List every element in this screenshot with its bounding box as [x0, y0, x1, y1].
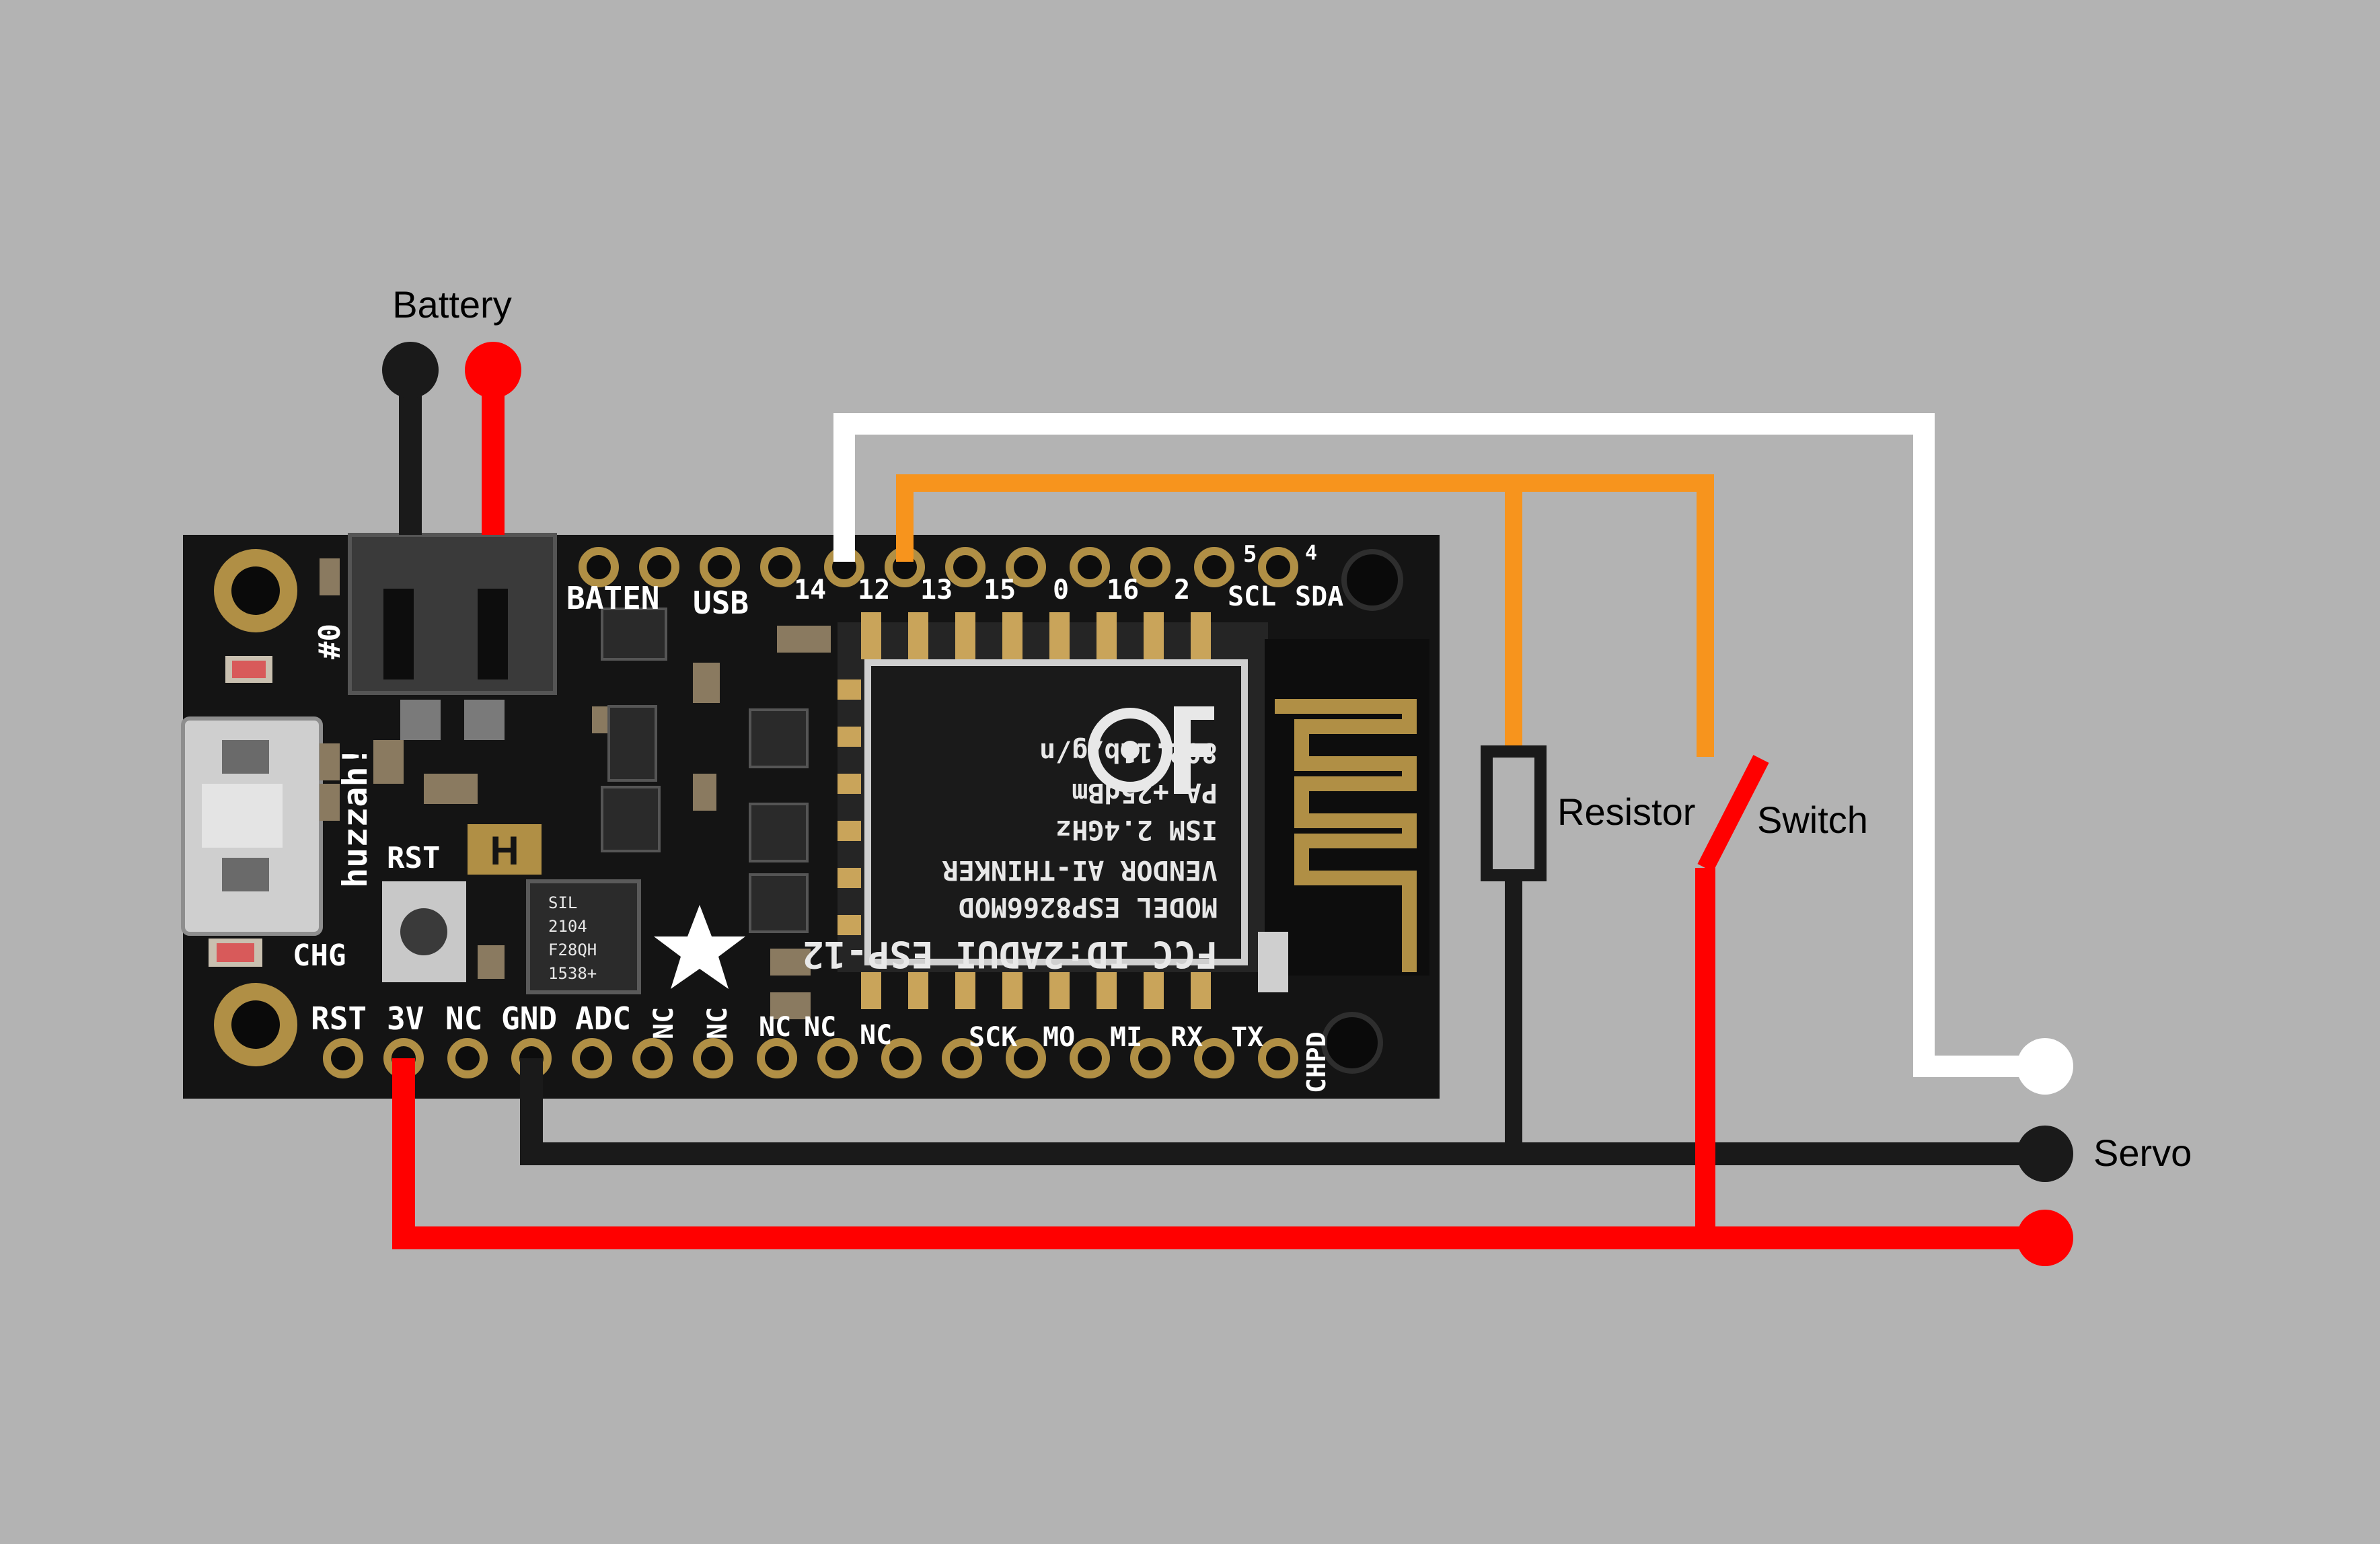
pin-label-14: 14 — [794, 575, 826, 605]
esp12-module: FCC ID:2ADUI ESP-12 MODEL ESP8266MOD VEN… — [802, 612, 1268, 1009]
pin-label-0: 0 — [1053, 575, 1069, 605]
pin-label-usb: USB — [693, 585, 749, 621]
pin0-label: #0 — [313, 624, 347, 659]
servo-power-terminal — [2017, 1210, 2073, 1266]
pin-label-sda: SDA — [1295, 581, 1343, 612]
pin-label-13: 13 — [920, 575, 953, 605]
adafruit-logo-icon — [654, 905, 745, 989]
small-chips — [601, 608, 809, 933]
battery-label: Battery — [392, 283, 511, 326]
svg-text:MODEL ESP8266MOD: MODEL ESP8266MOD — [959, 891, 1218, 922]
cp-chip-label-3: F28QH — [548, 941, 597, 959]
svg-text:VENDOR AI-THINKER: VENDOR AI-THINKER — [942, 854, 1218, 885]
switch-label: Switch — [1757, 799, 1868, 841]
switch-lever — [1697, 755, 1769, 872]
pin-label-3v: 3V — [387, 1000, 424, 1037]
pin-label-nc: NC — [702, 1007, 733, 1039]
resistor-label: Resistor — [1557, 791, 1695, 833]
pin-label-adc: ADC — [575, 1000, 631, 1037]
reset-button — [382, 881, 466, 982]
pin-label-rx: RX — [1170, 1022, 1203, 1053]
pin-label-chpd: CHPD — [1302, 1031, 1331, 1093]
pin-label-2: 2 — [1174, 575, 1190, 605]
module-pads-top — [861, 612, 1211, 659]
chg-label: CHG — [293, 939, 346, 973]
cp-chip-label-1: SIL — [548, 893, 577, 912]
cp-chip-label-2: 2104 — [548, 917, 587, 936]
servo-ground-terminal — [2017, 1126, 2073, 1182]
battery-positive-terminal — [465, 342, 521, 398]
pin-label-nc: NC — [804, 1012, 836, 1043]
solder-jumper — [468, 824, 542, 875]
svg-text:FCC ID:2ADUI ESP-12: FCC ID:2ADUI ESP-12 — [802, 933, 1218, 976]
module-pads-left — [838, 679, 861, 935]
pin-label-mi: MI — [1110, 1022, 1142, 1053]
jst-battery-connector — [348, 533, 557, 740]
pin-label-mo: MO — [1043, 1022, 1075, 1053]
pin-label-16: 16 — [1107, 575, 1139, 605]
pin-label-sck: SCK — [969, 1022, 1017, 1053]
pin-label-nc: NC — [860, 1020, 892, 1051]
module-pads-bottom — [861, 972, 1211, 1009]
pin-label-nc: NC — [648, 1007, 679, 1039]
silkscreen-bottom-labels: RST 3V NC GND ADC NC NC NC NC NC SCK MO … — [311, 1000, 1331, 1093]
pin-label-gnd: GND — [501, 1000, 557, 1037]
mounting-hole — [1341, 549, 1403, 611]
pin-label-5: 5 — [1243, 541, 1257, 568]
svg-text:H: H — [490, 828, 519, 873]
servo-label: Servo — [2093, 1132, 2192, 1174]
pin-label-scl: SCL — [1228, 581, 1276, 612]
pin-label-nc: NC — [445, 1000, 482, 1037]
wire-red-power — [392, 1058, 2045, 1249]
pin-label-12: 12 — [858, 575, 890, 605]
pin-label-15: 15 — [983, 575, 1016, 605]
battery-negative-terminal — [382, 342, 439, 398]
resistor-symbol — [1481, 745, 1547, 881]
wire-white-signal — [833, 413, 2045, 1077]
pin-label-rst: RST — [311, 1000, 367, 1037]
micro-usb-connector — [181, 716, 323, 936]
mounting-holes — [214, 549, 1403, 1074]
silkscreen-top-labels: BATEN USB 14 12 13 15 0 16 2 SCL SDA 5 4 — [566, 541, 1343, 621]
feather-huzzah-board: H SIL 2104 F28QH 1538+ FCC ID:2ADUI E — [181, 533, 1440, 1099]
wire-black-ground — [520, 1058, 2045, 1165]
terminals — [382, 342, 2073, 1266]
huzzah-label: huzzah! — [336, 746, 375, 888]
mounting-hole — [1321, 1012, 1383, 1074]
pin-label-4: 4 — [1305, 542, 1317, 565]
pcb-antenna — [1258, 639, 1429, 992]
cp2104-chip: SIL 2104 F28QH 1538+ — [526, 879, 641, 994]
wire-orange-input — [896, 474, 1714, 757]
svg-text:ISM 2.4GHz: ISM 2.4GHz — [1055, 814, 1218, 845]
pin-label-baten: BATEN — [566, 580, 659, 616]
pin-label-tx: TX — [1231, 1022, 1263, 1053]
servo-signal-terminal — [2017, 1038, 2073, 1095]
pin-label-nc: NC — [759, 1012, 791, 1043]
cp-chip-label-4: 1538+ — [548, 964, 597, 983]
fcc-logo-icon — [1088, 706, 1214, 794]
rst-button-label: RST — [387, 841, 440, 875]
